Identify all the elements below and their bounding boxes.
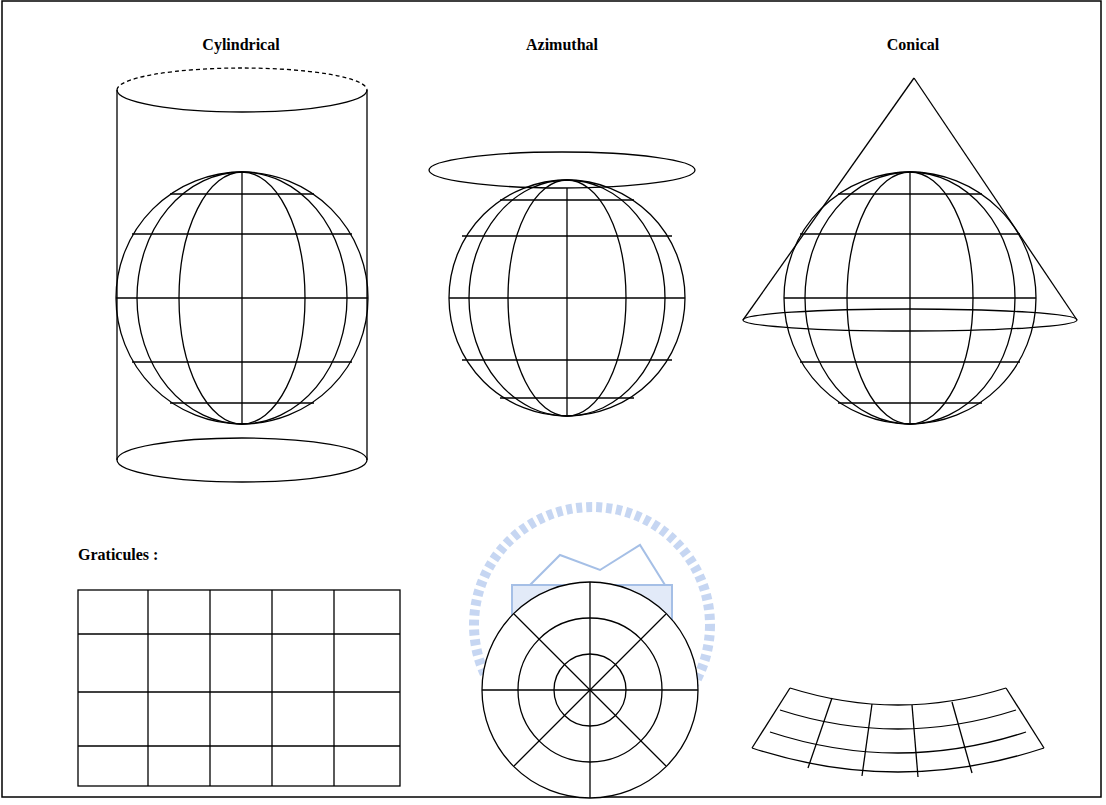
cylinder-projection xyxy=(116,68,368,482)
section-heading: Graticules : xyxy=(78,545,158,564)
conical-graticule xyxy=(752,688,1044,777)
cylindrical-graticule xyxy=(78,590,400,786)
conical-projection xyxy=(743,78,1077,424)
projection-title: Cylindrical xyxy=(202,35,279,54)
azimuthal-projection xyxy=(429,152,695,416)
azimuthal-graticule xyxy=(482,582,698,798)
projection-title: Azimuthal xyxy=(526,35,598,54)
projection-title: Conical xyxy=(887,35,939,54)
